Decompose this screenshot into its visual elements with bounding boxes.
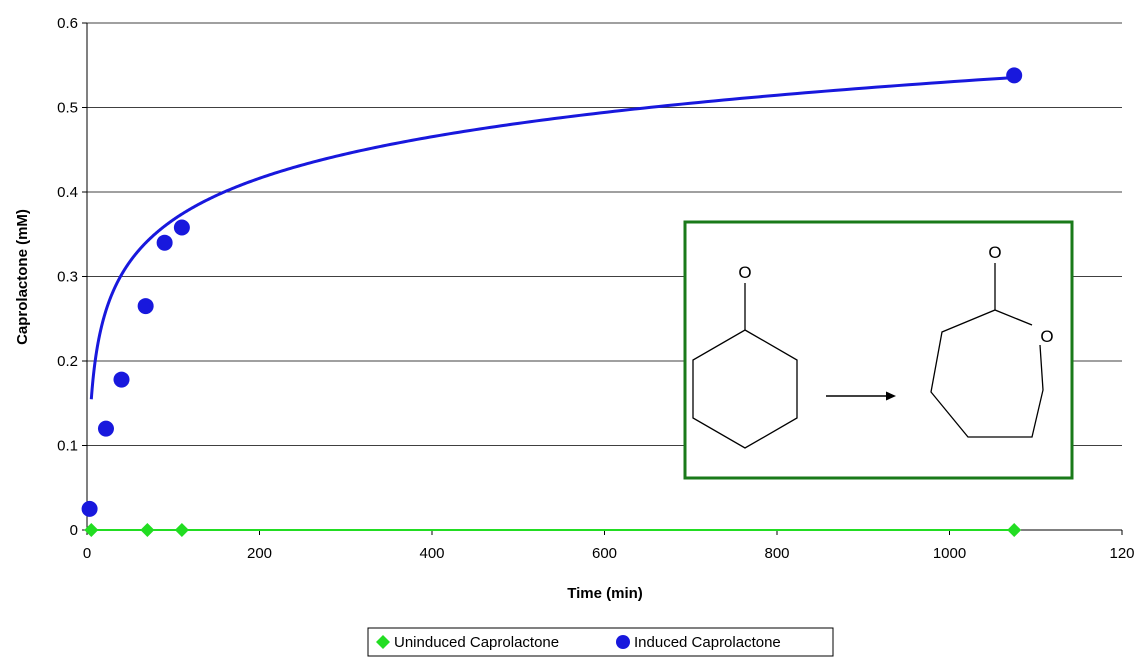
carbonyl-oxygen-label: O <box>988 243 1001 262</box>
y-tick-label-5: 0.5 <box>57 100 78 117</box>
point-induced-4 <box>156 234 173 251</box>
point-induced-6 <box>1006 67 1023 84</box>
fit-curve-induced <box>89 76 1015 400</box>
point-induced-5 <box>173 219 190 236</box>
inset-frame <box>683 220 1074 480</box>
point-induced-0 <box>81 500 98 517</box>
x-tick-label-0: 0 <box>83 545 91 562</box>
data-points <box>81 67 1023 537</box>
x-axis-label: Time (min) <box>567 585 643 602</box>
y-tick-label-2: 0.2 <box>57 353 78 370</box>
caprolactone-structure <box>930 263 1044 438</box>
point-induced-2 <box>113 371 130 388</box>
point-uninduced-2 <box>174 523 189 537</box>
trend-lines <box>89 76 1015 531</box>
ring-oxygen-label: O <box>1040 327 1053 346</box>
legend-label-induced: Induced Caprolactone <box>634 634 781 651</box>
x-tick-label-3: 600 <box>592 545 617 562</box>
legend: Uninduced Caprolactone Induced Caprolact… <box>367 627 834 657</box>
y-tick-label-1: 0.1 <box>57 438 78 455</box>
x-tick-label-2: 400 <box>419 545 444 562</box>
x-tick-label-5: 1000 <box>933 545 966 562</box>
point-induced-3 <box>137 298 154 315</box>
cyclohexanone-structure <box>692 283 798 449</box>
x-tick-label-4: 800 <box>764 545 789 562</box>
y-tick-label-3: 0.3 <box>57 269 78 286</box>
y-tick-label-4: 0.4 <box>57 184 78 201</box>
point-uninduced-3 <box>1007 523 1022 537</box>
point-induced-1 <box>97 420 114 437</box>
legend-box <box>367 627 834 657</box>
x-tick-label-6: 120 <box>1109 545 1134 562</box>
reaction-scheme-inset: O O O <box>683 220 1074 480</box>
y-tick-label-6: 0.6 <box>57 15 78 32</box>
y-tick-label-0: 0 <box>70 522 78 539</box>
legend-label-uninduced: Uninduced Caprolactone <box>394 634 559 651</box>
legend-marker-induced <box>616 635 630 649</box>
tick-labels: 0 0.1 0.2 0.3 0.4 0.5 0.6 0 200 400 600 800 1000 120 <box>57 15 1134 562</box>
y-axis-label: Caprolactone (mM) <box>14 209 31 345</box>
ketone-oxygen-label: O <box>738 263 751 282</box>
x-tick-label-1: 200 <box>247 545 272 562</box>
point-uninduced-1 <box>140 523 155 537</box>
reaction-arrow <box>826 391 896 401</box>
legend-marker-uninduced <box>376 635 390 649</box>
point-uninduced-0 <box>84 523 99 537</box>
